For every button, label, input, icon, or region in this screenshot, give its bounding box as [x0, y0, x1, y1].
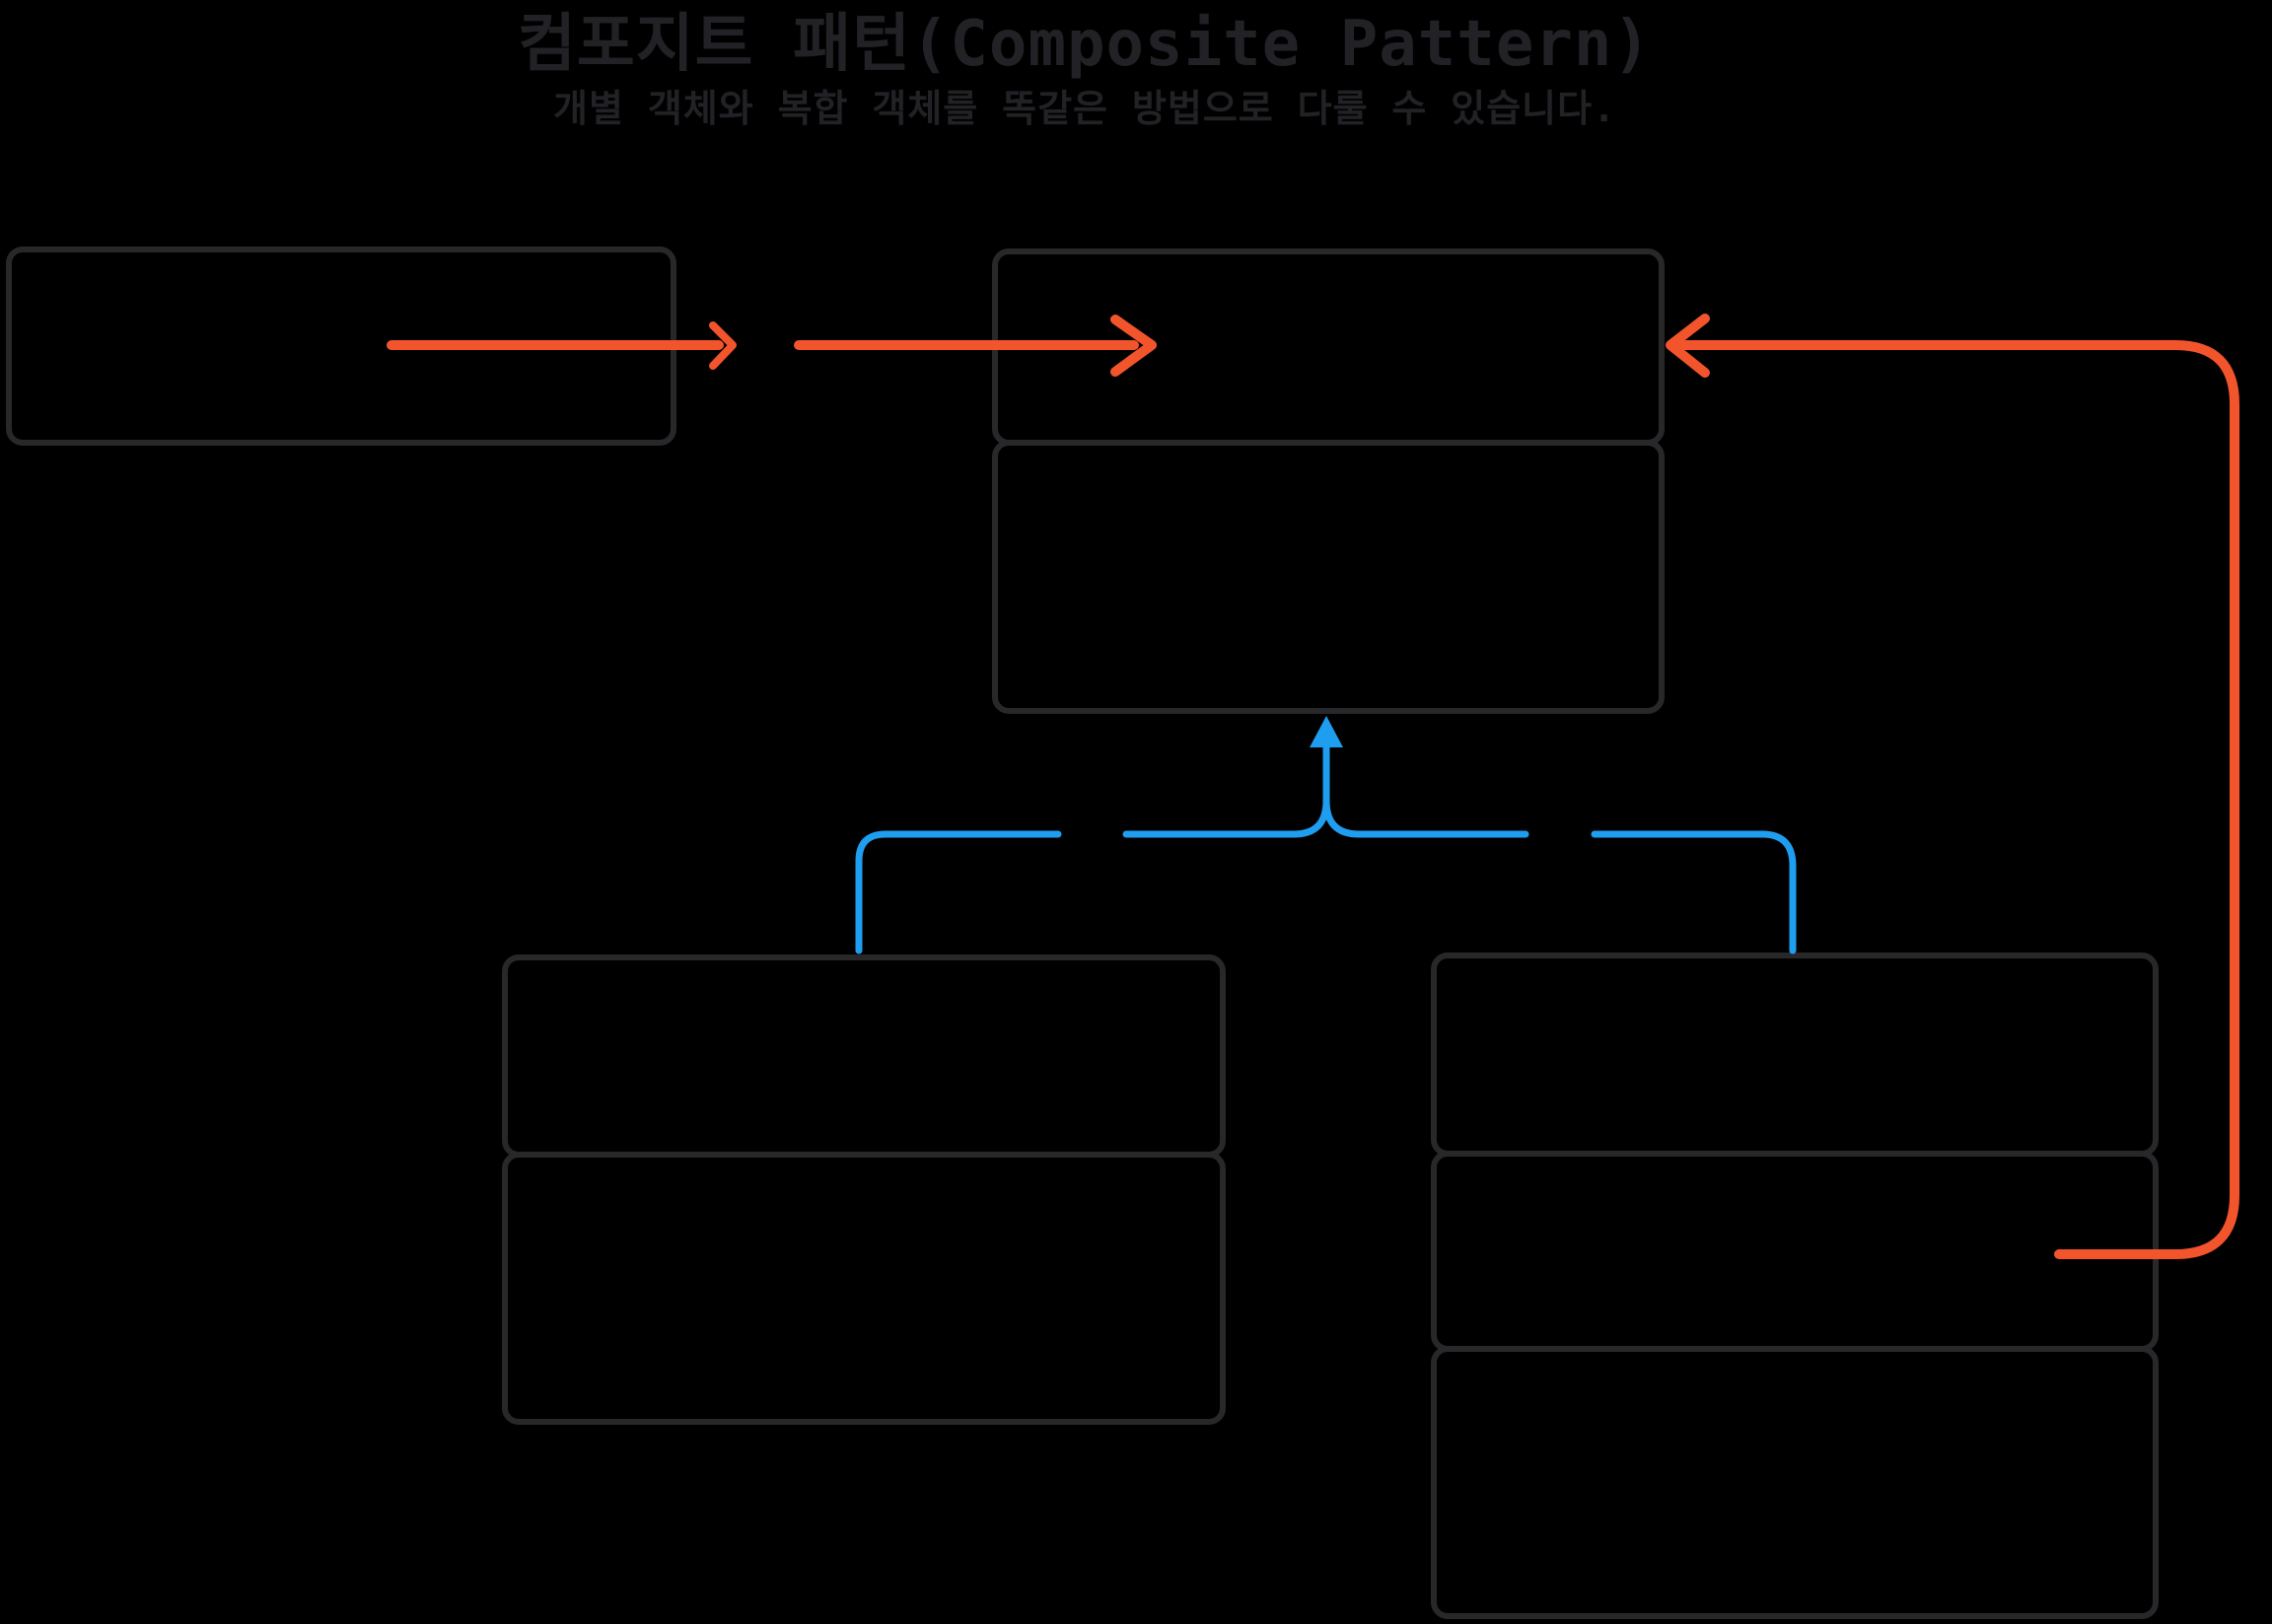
composite-children-box: [1431, 1346, 2159, 1619]
inheritance-arrow-head: [1310, 716, 1343, 747]
leaf-header-box: [502, 954, 1226, 1158]
inheritance-center-left: [1122, 797, 1330, 838]
composite-header-box: [1431, 953, 2159, 1157]
component-body-box: [992, 440, 1665, 714]
inheritance-right-branch: [1591, 830, 1797, 954]
leaf-body-box: [502, 1152, 1226, 1425]
composite-to-component-arrow: [1677, 340, 2239, 1259]
client-arrow-head: [709, 321, 737, 370]
inheritance-left-branch: [855, 830, 1062, 954]
client-to-component-arrow-head: [1110, 315, 1157, 377]
composite-methods-box: [1431, 1151, 2159, 1352]
inheritance-center-right: [1322, 797, 1529, 838]
composite-to-component-arrow-head: [1666, 314, 1710, 378]
